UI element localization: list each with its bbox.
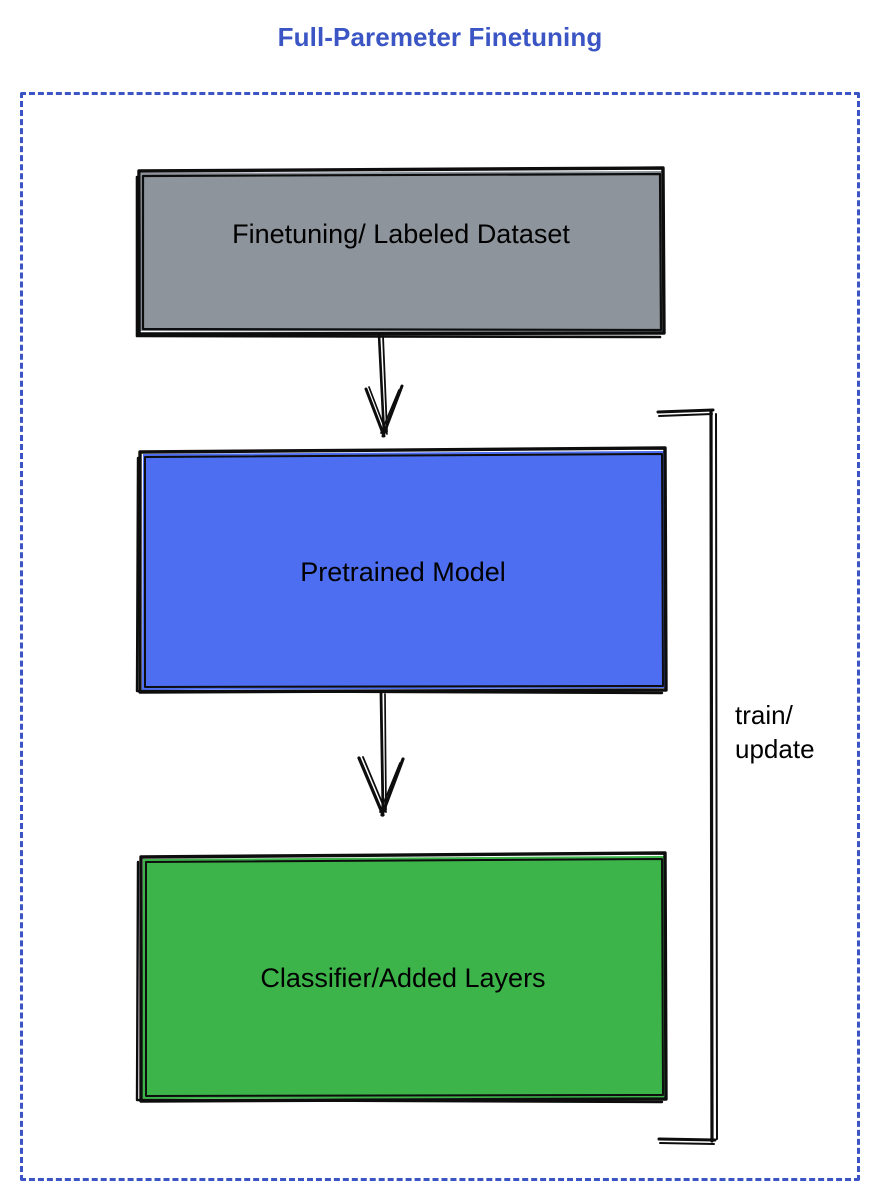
node-classifier-label: Classifier/Added Layers [260, 963, 546, 993]
dashed-container-frame [20, 92, 860, 1181]
node-dataset-label: Finetuning/ Labeled Dataset [232, 219, 570, 249]
page-title: Full-Paremeter Finetuning [277, 22, 603, 52]
node-pretrained-label: Pretrained Model [300, 557, 506, 587]
edge-feedback-label: train/ update [735, 700, 815, 765]
